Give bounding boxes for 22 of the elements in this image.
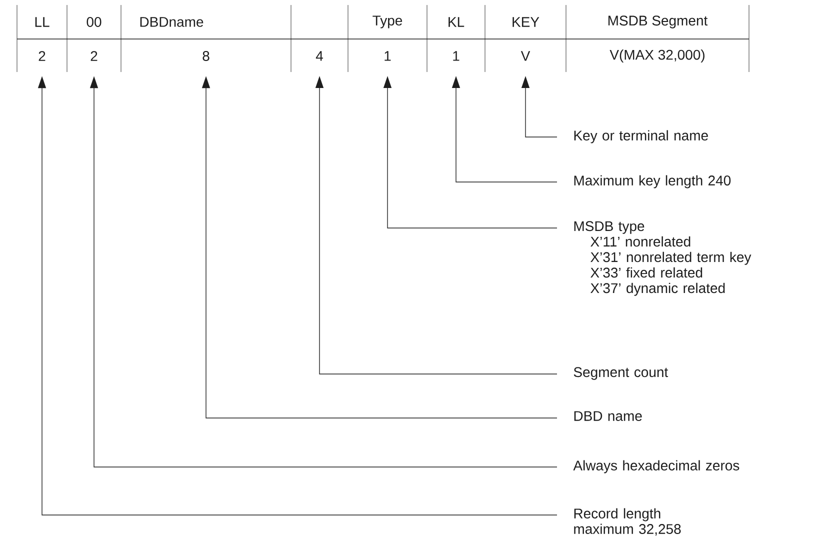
table-cell: 4 (316, 51, 323, 61)
field-description: Segment count (574, 367, 668, 380)
column-header: MSDB Segment (608, 16, 708, 28)
field-description: Maximum key length 240 (574, 175, 731, 188)
table-cell: 2 (90, 51, 98, 61)
column-header: DBDname (140, 17, 204, 27)
column-header: Type (372, 16, 402, 28)
table-cell: 2 (38, 51, 46, 61)
table-cell: 1 (384, 51, 391, 61)
field-description: Always hexadecimal zeros (573, 460, 740, 474)
table-cell: V (520, 51, 530, 61)
column-header: 00 (86, 17, 102, 27)
field-description: MSDB type X’11’ nonrelated X’31’ nonrelated term key X’33’ fixed related X’37’ dynamic related (574, 221, 752, 296)
field-description: Record length maximum 32,258 (574, 508, 681, 536)
field-description: Key or terminal name (574, 130, 708, 144)
column-header: LL (35, 17, 50, 27)
table-cell: 8 (202, 51, 210, 61)
table-cell: V(MAX 32,000) (610, 49, 704, 63)
column-header: KEY (512, 17, 540, 27)
table-cell: 1 (453, 51, 460, 61)
column-header: KL (448, 17, 464, 27)
field-description: DBD name (574, 411, 642, 421)
